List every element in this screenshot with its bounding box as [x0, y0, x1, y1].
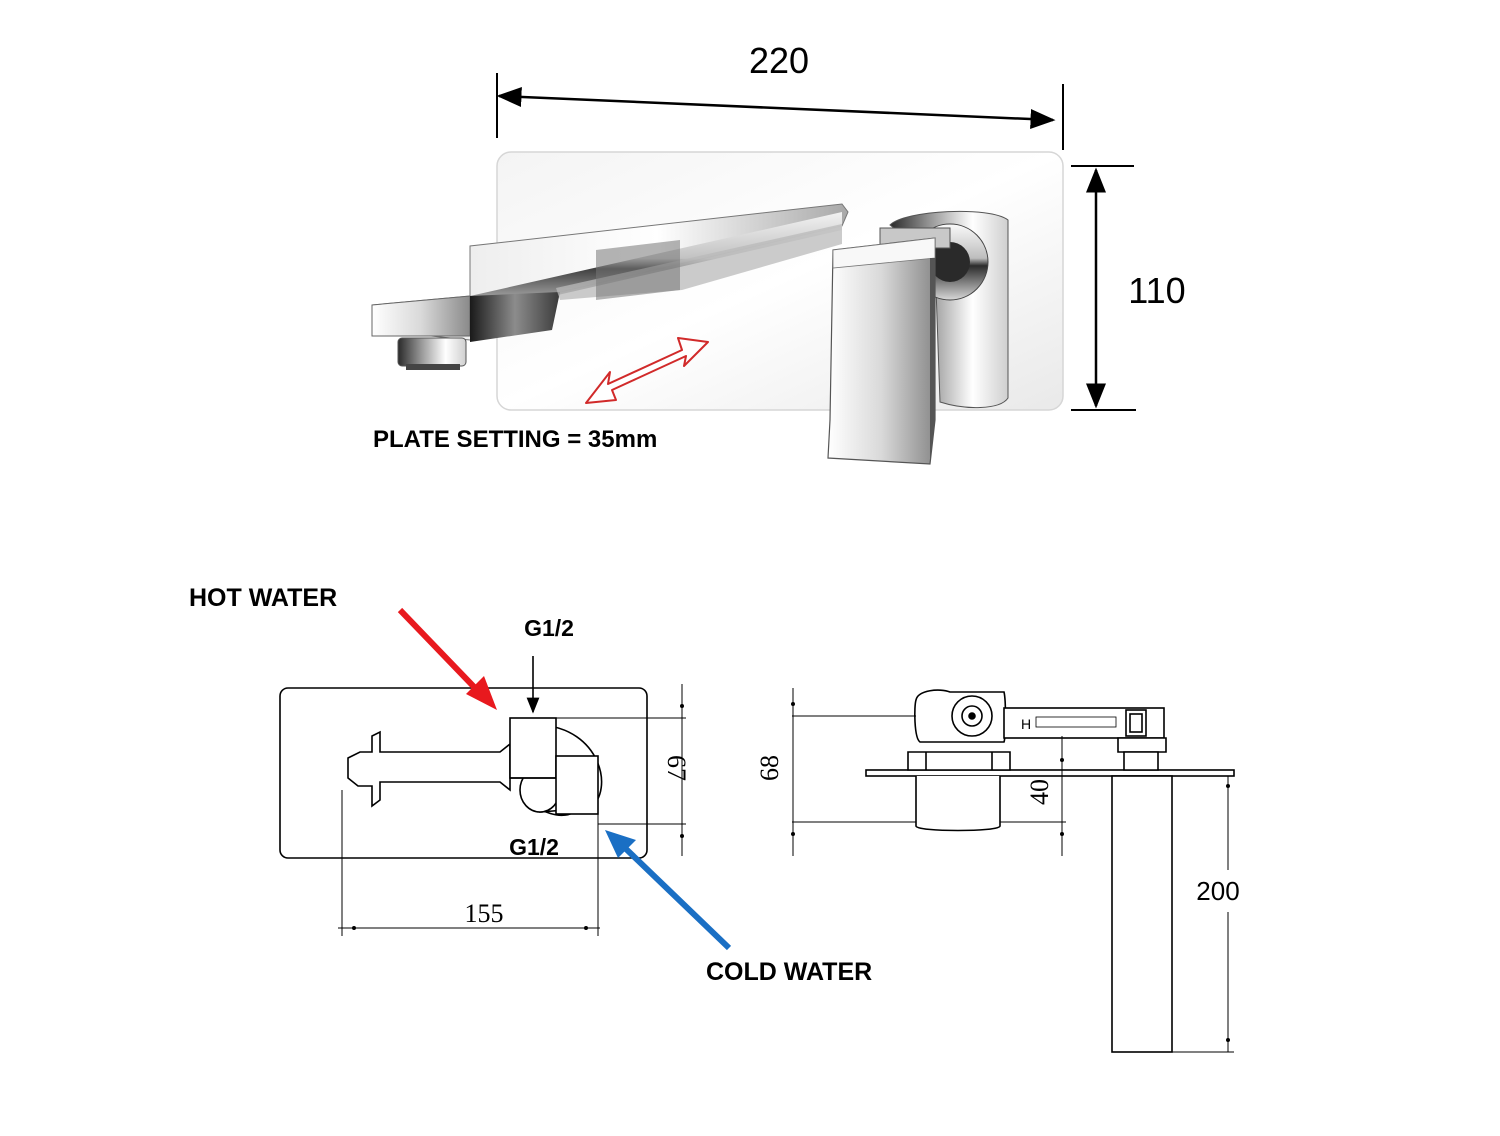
side-dimensions: 68 40 200 [755, 688, 1250, 1053]
dim-200-label: 200 [1196, 876, 1239, 906]
inlet-bottom-label: G1/2 [509, 834, 559, 860]
plate-setting-label: PLATE SETTING = 35mm [373, 426, 657, 453]
cold-water-arrow [605, 830, 732, 951]
front-width-label: 155 [465, 899, 504, 928]
side-view: H [865, 689, 1235, 1053]
width-dimension: 220 [496, 40, 1064, 150]
front-height-label: 67 [662, 755, 691, 781]
mixer-handle [827, 210, 1009, 465]
product-photo: 220 110 PLATE SETTING = 35mm [371, 40, 1186, 465]
inlet-top-label: G1/2 [524, 615, 574, 641]
width-label: 220 [749, 40, 809, 81]
side-plate-line [865, 769, 1235, 777]
height-dimension: 110 [1071, 165, 1186, 411]
cold-water-label: COLD WATER [706, 958, 872, 986]
plate-setting-arrow [585, 337, 709, 404]
front-width-dimension: 155 [338, 790, 600, 936]
front-height-dimension: 67 [556, 684, 691, 856]
dim-68-label: 68 [755, 755, 784, 781]
height-label: 110 [1128, 270, 1185, 311]
dim-40-label: 40 [1025, 779, 1054, 805]
front-view: 67 155 G1/2 G1/2 HOT WATER COLD WATER [189, 584, 872, 986]
valve-body [347, 717, 603, 816]
body-marking: H [1021, 716, 1031, 732]
hot-water-arrow [397, 607, 497, 710]
front-plate-outline [279, 687, 648, 859]
hot-water-label: HOT WATER [189, 584, 337, 612]
side-spout [1111, 775, 1173, 1053]
spout [371, 203, 849, 370]
